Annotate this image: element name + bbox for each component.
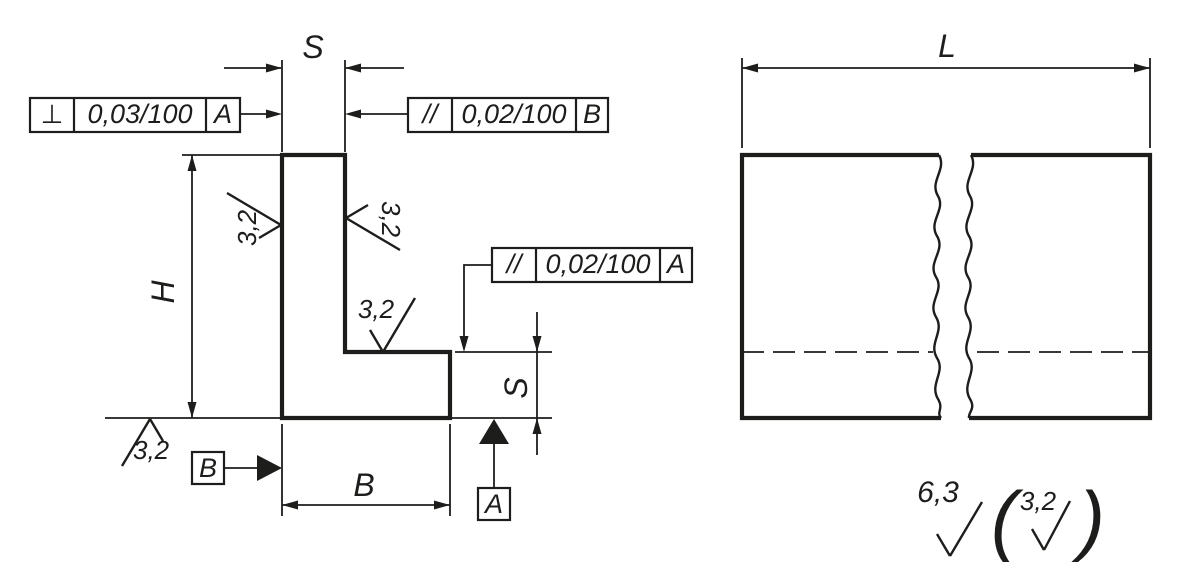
dim-b-label: B (353, 467, 374, 503)
l-profile-outline (279, 152, 453, 421)
roughness-icon (935, 501, 984, 557)
arrow-s-right-bottom (532, 418, 542, 434)
roughness-general-value: 6,3 (917, 476, 959, 509)
frame-dividers (534, 248, 662, 282)
break-line-left (932, 154, 943, 419)
tolerance-value: 0,02/100 (461, 99, 566, 129)
arrow-parallelism-b-leader (345, 109, 361, 119)
dim-l-label: L (938, 28, 956, 64)
parallelism-a-leader-line (463, 264, 492, 340)
s-top-extension-lines (281, 60, 346, 152)
datum-b: B (190, 450, 282, 486)
parallelism-icon: // (420, 99, 440, 129)
perpendicularity-icon: ⊥ (41, 99, 64, 129)
arrow-s-right-top (532, 336, 542, 352)
b-extension-lines (281, 424, 451, 516)
tolerance-frame-perpendicularity: ⊥ 0,03/100 A (28, 96, 242, 134)
arrow-h-top (187, 155, 197, 171)
datum-reference: A (212, 99, 232, 129)
tolerance-frame-parallelism-a: // 0,02/100 A (490, 246, 694, 284)
roughness-icon (368, 297, 417, 353)
arrow-h-bottom (187, 402, 197, 418)
datum-b-label: B (199, 453, 217, 483)
datum-a: A (476, 419, 512, 522)
tolerance-value: 0,03/100 (87, 99, 192, 129)
roughness-bottom-face: 3,2 (120, 418, 170, 467)
front-view: S H S B ⊥ 0,03/100 A // 0,02/100 B // 0,… (28, 29, 694, 522)
arrow-parallelism-a-leader (459, 336, 469, 352)
close-paren: ) (1071, 475, 1105, 563)
roughness-value: 3,2 (376, 201, 406, 238)
datum-b-triangle (257, 455, 282, 481)
roughness-inner-horizontal-face: 3,2 (358, 294, 417, 353)
dim-s-top-label: S (302, 29, 323, 65)
roughness-icon (1030, 500, 1072, 551)
roughness-left-face: 3,2 (226, 191, 282, 246)
roughness-value: 3,2 (133, 435, 170, 465)
roughness-special-value: 3,2 (1020, 486, 1057, 516)
roughness-value: 3,2 (232, 209, 262, 246)
arrow-s-top-right (345, 63, 361, 73)
frame-dividers (72, 98, 208, 132)
datum-reference: A (665, 249, 685, 279)
break-line-right (964, 154, 975, 419)
datum-a-triangle (479, 419, 509, 444)
arrow-b-left (282, 500, 298, 510)
side-view: L 6,3 ( 3,2 ) (739, 28, 1153, 563)
arrow-perpendicularity-leader (266, 109, 282, 119)
datum-reference: B (583, 99, 601, 129)
dim-s-right-label: S (498, 377, 534, 398)
frame-dividers (450, 98, 578, 132)
parallelism-icon: // (504, 249, 524, 279)
arrow-l-right (1134, 63, 1150, 73)
arrow-s-top-left (266, 63, 282, 73)
arrow-b-right (434, 500, 450, 510)
tolerance-frame-parallelism-b: // 0,02/100 B (406, 96, 610, 134)
side-view-outline-left (739, 152, 941, 421)
surface-finish-note: 6,3 ( 3,2 ) (917, 475, 1105, 563)
l-extension-lines (741, 58, 1151, 148)
frame-border (490, 246, 694, 284)
roughness-icon (345, 203, 401, 252)
arrow-l-left (742, 63, 758, 73)
roughness-inner-vertical-face: 3,2 (345, 201, 406, 252)
side-view-outline-right (969, 152, 1153, 421)
roughness-icon (226, 191, 282, 240)
roughness-icon (120, 418, 165, 467)
frame-border (406, 96, 610, 134)
datum-a-box (476, 486, 512, 522)
tolerance-value: 0,02/100 (545, 249, 650, 279)
roughness-value: 3,2 (358, 294, 395, 324)
dim-h-label: H (145, 280, 181, 304)
datum-a-label: A (483, 489, 503, 519)
